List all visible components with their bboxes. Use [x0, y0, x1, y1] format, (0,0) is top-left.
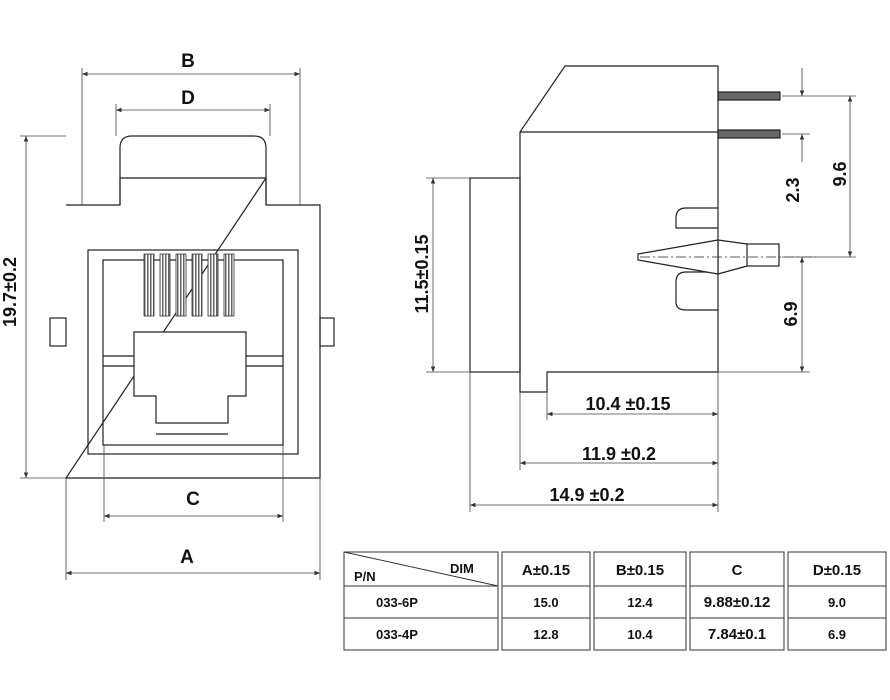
table-cell: 7.84±0.1 [708, 626, 766, 643]
label-d: D [181, 88, 195, 109]
contact-pins [143, 253, 235, 317]
plug-key [133, 331, 247, 424]
dim-pin-offset: 9.6 [830, 161, 850, 186]
jack-opening [87, 249, 299, 455]
table-corner-pn: P/N [354, 569, 376, 584]
front-view [49, 135, 335, 479]
table-row-pn: 033-4P [376, 627, 418, 642]
dim-depth-2: 11.9 ±0.2 [582, 444, 656, 464]
side-view [469, 65, 816, 393]
latch-tab [119, 135, 267, 205]
side-body [519, 65, 719, 393]
table-header: D±0.15 [813, 562, 861, 579]
table-cell: 10.4 [627, 627, 653, 642]
dim-height-front: 19.7±0.2 [0, 257, 20, 327]
dim-body-height: 11.5±0.15 [412, 235, 432, 314]
left-bump [49, 317, 67, 347]
dim-peg-height: 6.9 [781, 301, 801, 326]
label-c: C [186, 489, 200, 510]
pin-upper [717, 91, 781, 101]
front-flange [469, 177, 521, 373]
dimension-table: P/N DIM A±0.15 B±0.15 C D±0.15 033-6P 15… [343, 551, 887, 651]
dim-pin-pitch: 2.3 [783, 177, 803, 202]
table-header: C [732, 562, 743, 579]
table-cell: 15.0 [533, 595, 558, 610]
table-cell: 12.4 [627, 595, 653, 610]
table-corner-dim: DIM [450, 561, 474, 576]
table-cell: 6.9 [828, 627, 846, 642]
front-dimensions [20, 68, 321, 580]
table-row-pn: 033-6P [376, 595, 418, 610]
body-outline [64, 176, 321, 479]
table-cell: 12.8 [533, 627, 558, 642]
side-dimensions [426, 68, 856, 512]
table-header: B±0.15 [616, 562, 664, 579]
pin-lower [717, 129, 781, 139]
label-a: A [180, 547, 194, 568]
dim-depth-1: 10.4 ±0.15 [586, 394, 671, 414]
table-cell: 9.88±0.12 [704, 594, 771, 611]
table-header: A±0.15 [522, 562, 570, 579]
right-bump [319, 317, 335, 347]
label-b: B [181, 51, 195, 72]
dim-depth-3: 14.9 ±0.2 [550, 485, 625, 505]
table-cell: 9.0 [828, 595, 846, 610]
